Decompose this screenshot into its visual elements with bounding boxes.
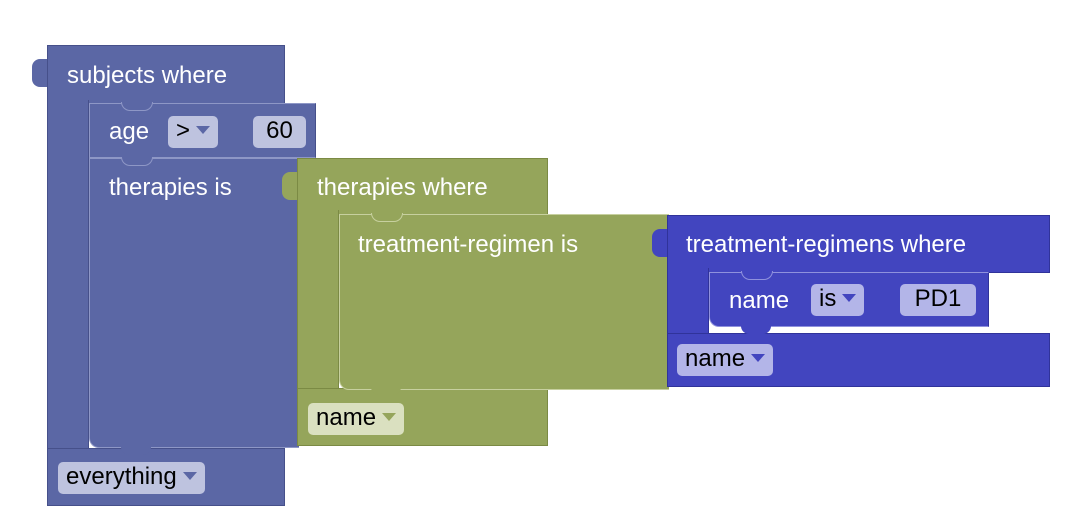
therapies-label: therapies is: [109, 174, 232, 201]
name-value-field[interactable]: PD1: [900, 284, 976, 316]
age-block-notch: [121, 102, 153, 111]
output-connector: [32, 59, 48, 87]
age-label: age: [109, 118, 150, 145]
chevron-down-icon: [196, 125, 211, 134]
regimens-bottom-notch: [741, 326, 771, 334]
therapies-block-spine: [297, 210, 339, 390]
regimen-block-notch: [371, 213, 403, 222]
therapies-block-notch: [121, 157, 153, 166]
chevron-down-icon: [842, 293, 857, 302]
therapies-condition-block[interactable]: [89, 158, 299, 448]
therapies-output-connector: [282, 172, 298, 200]
regimens-output-connector: [652, 229, 668, 257]
regimens-block-spine: [667, 268, 709, 338]
age-operator-dropdown[interactable]: >: [168, 116, 219, 148]
name-label: name: [729, 287, 790, 314]
name-operator-dropdown[interactable]: is: [811, 284, 865, 316]
therapies-title: therapies where: [317, 174, 488, 201]
regimens-return-dropdown[interactable]: name: [677, 344, 774, 376]
therapies-block-header[interactable]: [297, 158, 548, 216]
treatment-regimen-condition-block[interactable]: [339, 214, 669, 390]
therapies-bottom-notch: [371, 387, 401, 395]
treatment-regimen-label: treatment-regimen is: [358, 231, 579, 258]
subjects-bottom-notch: [121, 447, 151, 455]
subjects-title: subjects where: [67, 62, 228, 89]
chevron-down-icon: [751, 353, 766, 362]
subjects-block-header[interactable]: [47, 45, 285, 105]
regimens-title: treatment-regimens where: [686, 231, 967, 258]
name-block-notch: [741, 271, 773, 280]
therapies-return-dropdown[interactable]: name: [308, 403, 405, 435]
chevron-down-icon: [382, 412, 397, 421]
subjects-return-dropdown[interactable]: everything: [58, 462, 205, 494]
age-value-field[interactable]: 60: [253, 116, 306, 148]
subjects-block-spine: [47, 100, 89, 460]
chevron-down-icon: [182, 471, 197, 480]
